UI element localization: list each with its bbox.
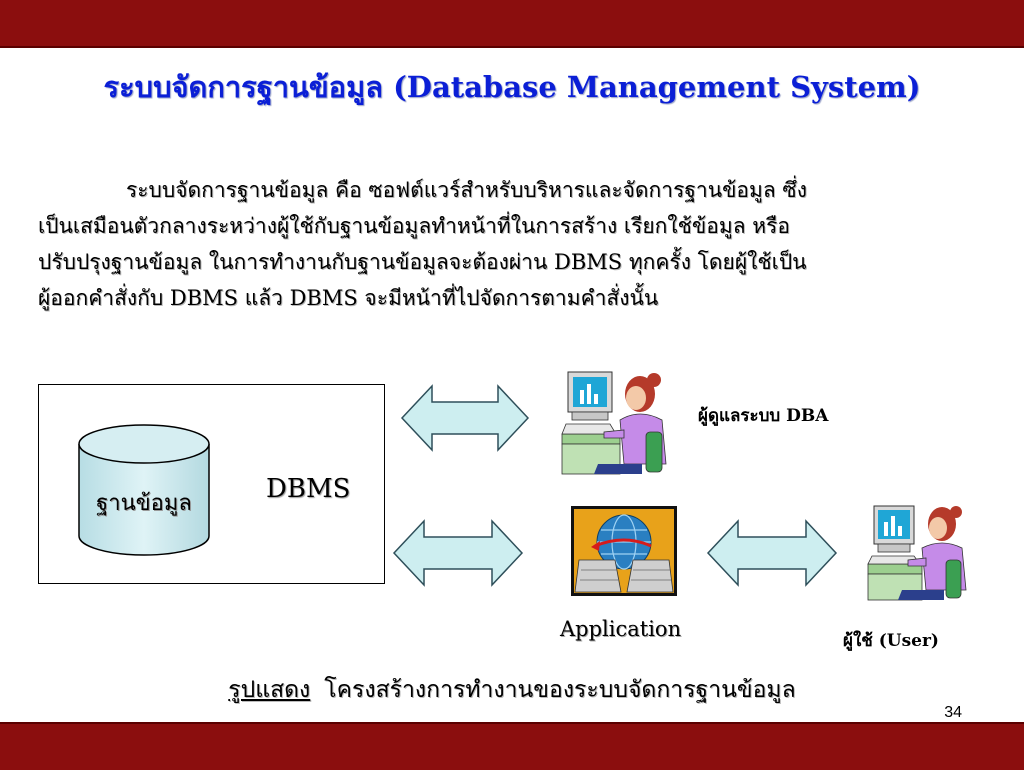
dbms-label: DBMS — [266, 474, 351, 504]
figure-caption: รูปแสดง โครงสร้างการทำงานของระบบจัดการฐาน… — [0, 672, 1024, 708]
database-cylinder-icon — [78, 424, 210, 556]
description-paragraph: ระบบจัดการฐานข้อมูล คือ ซอฟต์แวร์สำหรับบ… — [38, 172, 988, 316]
database-label: ฐานข้อมูล — [96, 491, 192, 516]
user-label: ผู้ใช้ (User) — [843, 631, 939, 651]
paragraph-line: ปรับปรุงฐานข้อมูล ในการทำงานกับฐานข้อมูล… — [38, 250, 807, 274]
footer-bar — [0, 722, 1024, 770]
dba-label: ผู้ดูแลระบบ DBA — [698, 406, 829, 426]
paragraph-line: ผู้ออกคำสั่งกับ DBMS แล้ว DBMS จะมีหน้าท… — [38, 286, 659, 310]
header-bar — [0, 0, 1024, 48]
page-number: 34 — [944, 704, 962, 721]
slide-title: ระบบจัดการฐานข้อมูล (Database Management… — [103, 70, 921, 104]
double-arrow-user-icon — [706, 519, 838, 587]
dba-computer-user-icon — [561, 371, 667, 475]
double-arrow-dba-icon — [400, 384, 530, 452]
paragraph-line: ระบบจัดการฐานข้อมูล คือ ซอฟต์แวร์สำหรับบ… — [126, 178, 807, 202]
application-label: Application — [560, 617, 682, 641]
paragraph-line: เป็นเสมือนตัวกลางระหว่างผู้ใช้กับฐานข้อม… — [38, 214, 790, 238]
user-computer-user-icon — [867, 505, 967, 601]
application-network-icon — [571, 506, 677, 596]
caption-text: โครงสร้างการทำงานของระบบจัดการฐานข้อมูล — [324, 677, 796, 703]
caption-prefix: รูปแสดง — [228, 677, 311, 703]
double-arrow-app-icon — [392, 519, 524, 587]
